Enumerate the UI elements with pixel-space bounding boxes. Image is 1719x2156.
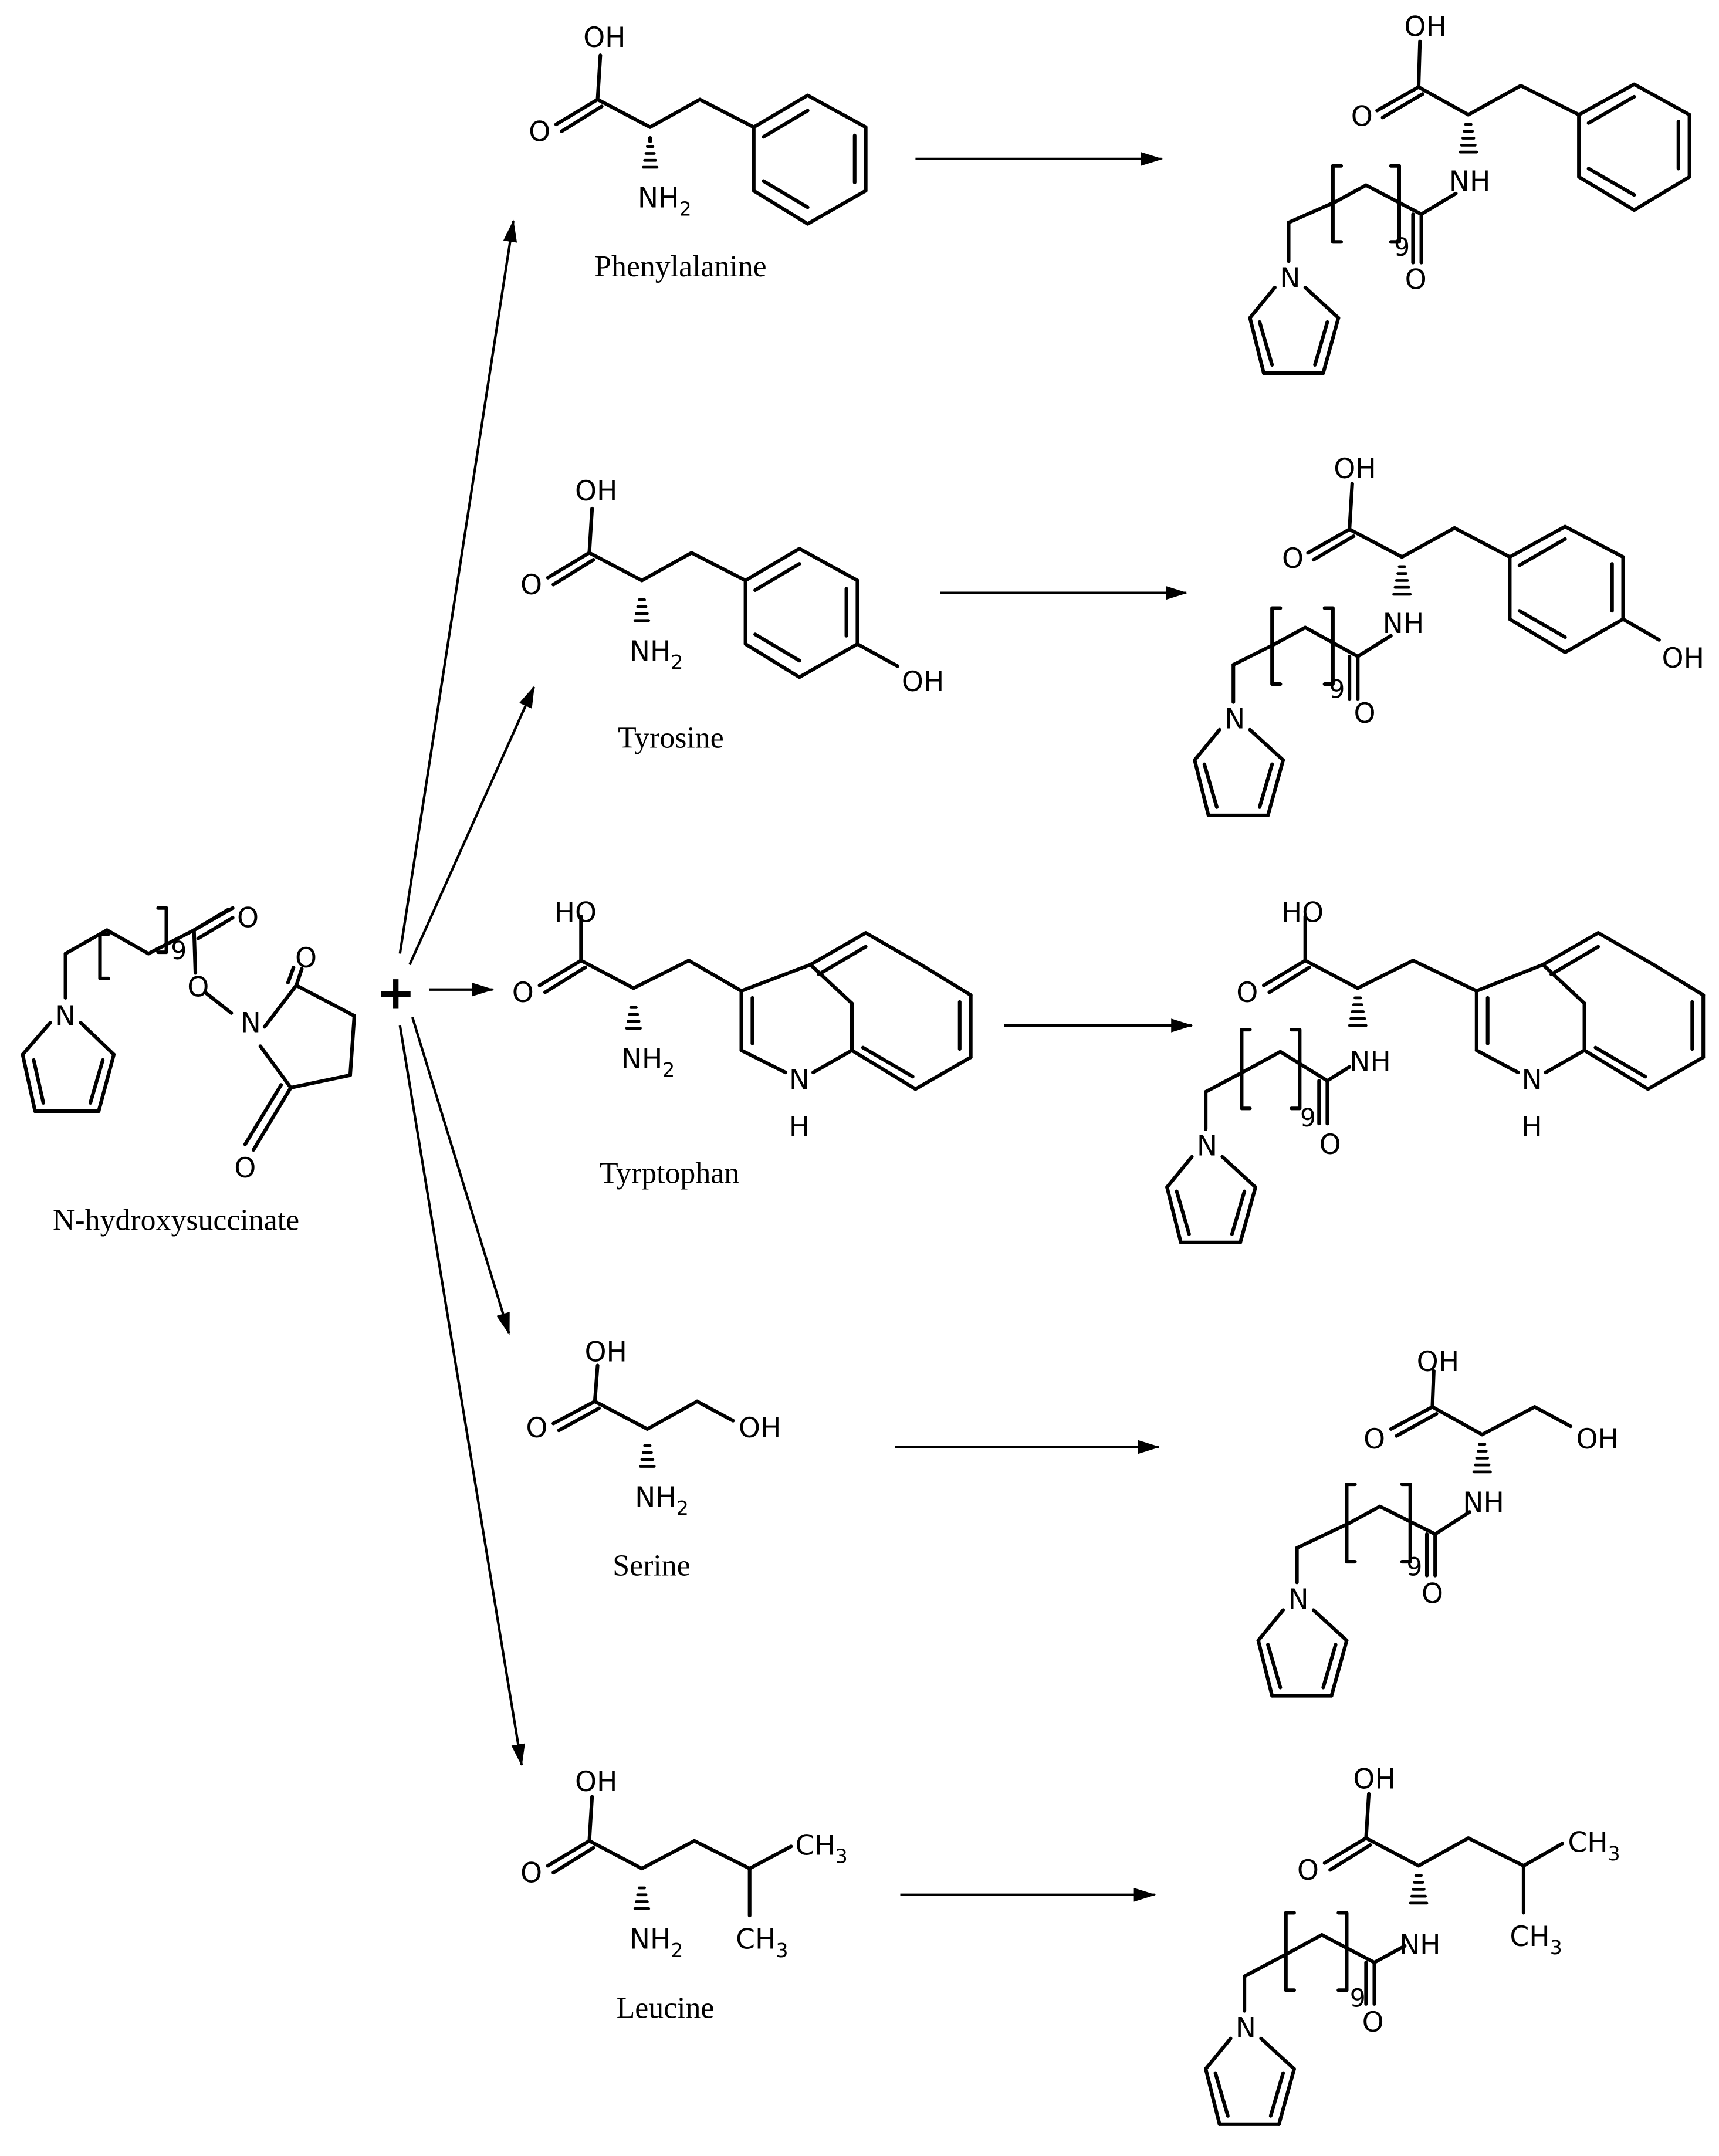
atom-label: O xyxy=(1236,977,1258,1009)
atom-label: NH2 xyxy=(635,1481,689,1519)
atom-label: 9 xyxy=(1394,233,1410,262)
atom-label: NH xyxy=(1449,165,1491,198)
atom-label: N xyxy=(1521,1064,1542,1096)
atom-label: CH3 xyxy=(1510,1921,1562,1959)
reagent-n-pyrrole: N xyxy=(55,1000,76,1033)
atom-label: O xyxy=(520,569,542,601)
atom-label: 9 xyxy=(1329,675,1345,704)
atom-label: N xyxy=(1224,703,1245,735)
amino-acid-label-leucine: Leucine xyxy=(617,1991,715,2025)
amino-acid-label-tyrosine: Tyrosine xyxy=(618,721,724,754)
reagent-o-carbonyl: O xyxy=(237,902,259,935)
reagent-name-label: N-hydroxysuccinate xyxy=(53,1204,299,1237)
atom-label: O xyxy=(529,116,550,148)
reagent-repeat-count: 9 xyxy=(171,936,187,965)
atom-label: N xyxy=(1280,262,1300,295)
atom-label: NH xyxy=(1349,1046,1391,1078)
arrow-to-tyrosine xyxy=(408,685,536,966)
atom-label: O xyxy=(1353,698,1375,730)
atom-label: O xyxy=(1422,1578,1443,1610)
atom-label: OH xyxy=(575,1766,618,1798)
atom-label: 9 xyxy=(1406,1553,1422,1582)
atom-label: NH xyxy=(1399,1929,1441,1961)
atom-label: 9 xyxy=(1300,1104,1316,1132)
atom-label: O xyxy=(512,977,534,1009)
phenylalanine-structure: OH O NH2 xyxy=(529,22,868,226)
fanout-arrows xyxy=(398,219,536,1766)
atom-label: OH xyxy=(575,475,618,507)
reaction-arrows xyxy=(895,152,1193,1902)
atom-label: O xyxy=(520,1857,542,1890)
atom-label: CH3 xyxy=(1568,1827,1620,1865)
leucine-structure: OH O CH3 NH2 CH3 xyxy=(520,1766,848,1962)
plus-sign: + xyxy=(376,966,415,1020)
atom-label: OH xyxy=(1353,1763,1396,1795)
atom-label: O xyxy=(1363,1423,1385,1456)
reagent-o-ester: O xyxy=(187,972,209,1004)
reagent-o-imide-top: O xyxy=(295,942,317,974)
amino-acid-label-tryptophan: Tyrptophan xyxy=(600,1157,739,1190)
reagent-nhs-ester xyxy=(21,906,357,1152)
atom-label: NH2 xyxy=(638,182,692,220)
atom-label: H xyxy=(1521,1111,1542,1143)
atom-label: NH2 xyxy=(630,635,683,673)
reagent-o-imide-bottom: O xyxy=(234,1152,256,1184)
atom-label: O xyxy=(1297,1854,1319,1887)
atom-label: NH xyxy=(1463,1487,1504,1519)
atom-label: N xyxy=(1288,1583,1308,1616)
atom-label: OH xyxy=(583,22,626,54)
atom-label: H xyxy=(789,1111,810,1143)
product-phenylalanine: OH O NH 9 O N xyxy=(1248,11,1691,375)
atom-label: O xyxy=(526,1412,547,1444)
atom-label: 9 xyxy=(1350,1984,1366,2013)
atom-label: CH3 xyxy=(736,1924,788,1962)
amino-acid-label-phenylalanine: Phenylalanine xyxy=(594,250,767,283)
atom-label: OH xyxy=(1576,1423,1619,1456)
atom-label: N xyxy=(1236,2012,1256,2044)
atom-label: CH3 xyxy=(795,1829,847,1867)
atom-label: OH xyxy=(584,1336,627,1368)
tyrosine-structure: OH O NH2 OH xyxy=(520,475,944,698)
atom-label: OH xyxy=(1404,11,1447,43)
atom-label: O xyxy=(1319,1129,1341,1161)
product-serine: OH O OH NH 9 O N xyxy=(1256,1346,1619,1698)
amino-acid-label-serine: Serine xyxy=(613,1549,690,1583)
atom-label: OH xyxy=(902,666,945,698)
atom-label: NH2 xyxy=(630,1924,683,1962)
atom-label: OH xyxy=(1417,1346,1460,1378)
reagent-n-imide: N xyxy=(241,1007,261,1040)
atom-label: N xyxy=(1197,1130,1217,1162)
product-leucine: OH O CH3 NH CH3 9 O N xyxy=(1204,1763,1620,2126)
atom-label: OH xyxy=(1662,642,1705,675)
atom-label: O xyxy=(1405,263,1427,296)
arrow-to-phenylalanine xyxy=(398,219,517,954)
atom-label: OH xyxy=(1334,453,1376,485)
atom-label: NH2 xyxy=(621,1043,675,1081)
atom-label: HO xyxy=(554,896,597,929)
arrow-to-leucine xyxy=(398,1025,525,1766)
atom-label: O xyxy=(1362,2006,1384,2039)
serine-structure: OH O OH NH2 xyxy=(526,1336,781,1519)
atom-label: OH xyxy=(739,1412,781,1444)
atom-label: O xyxy=(1282,543,1304,575)
atom-label: O xyxy=(1351,100,1373,133)
product-tryptophan: HO O NH 9 O N N H xyxy=(1165,896,1706,1244)
atom-label: NH xyxy=(1383,608,1424,640)
atom-label: HO xyxy=(1281,896,1324,929)
arrow-to-serine xyxy=(411,1017,510,1335)
atom-label: N xyxy=(789,1064,810,1096)
tryptophan-structure: HO O NH2 N H xyxy=(512,896,973,1143)
product-tyrosine: OH O NH 9 O N OH xyxy=(1193,453,1705,817)
